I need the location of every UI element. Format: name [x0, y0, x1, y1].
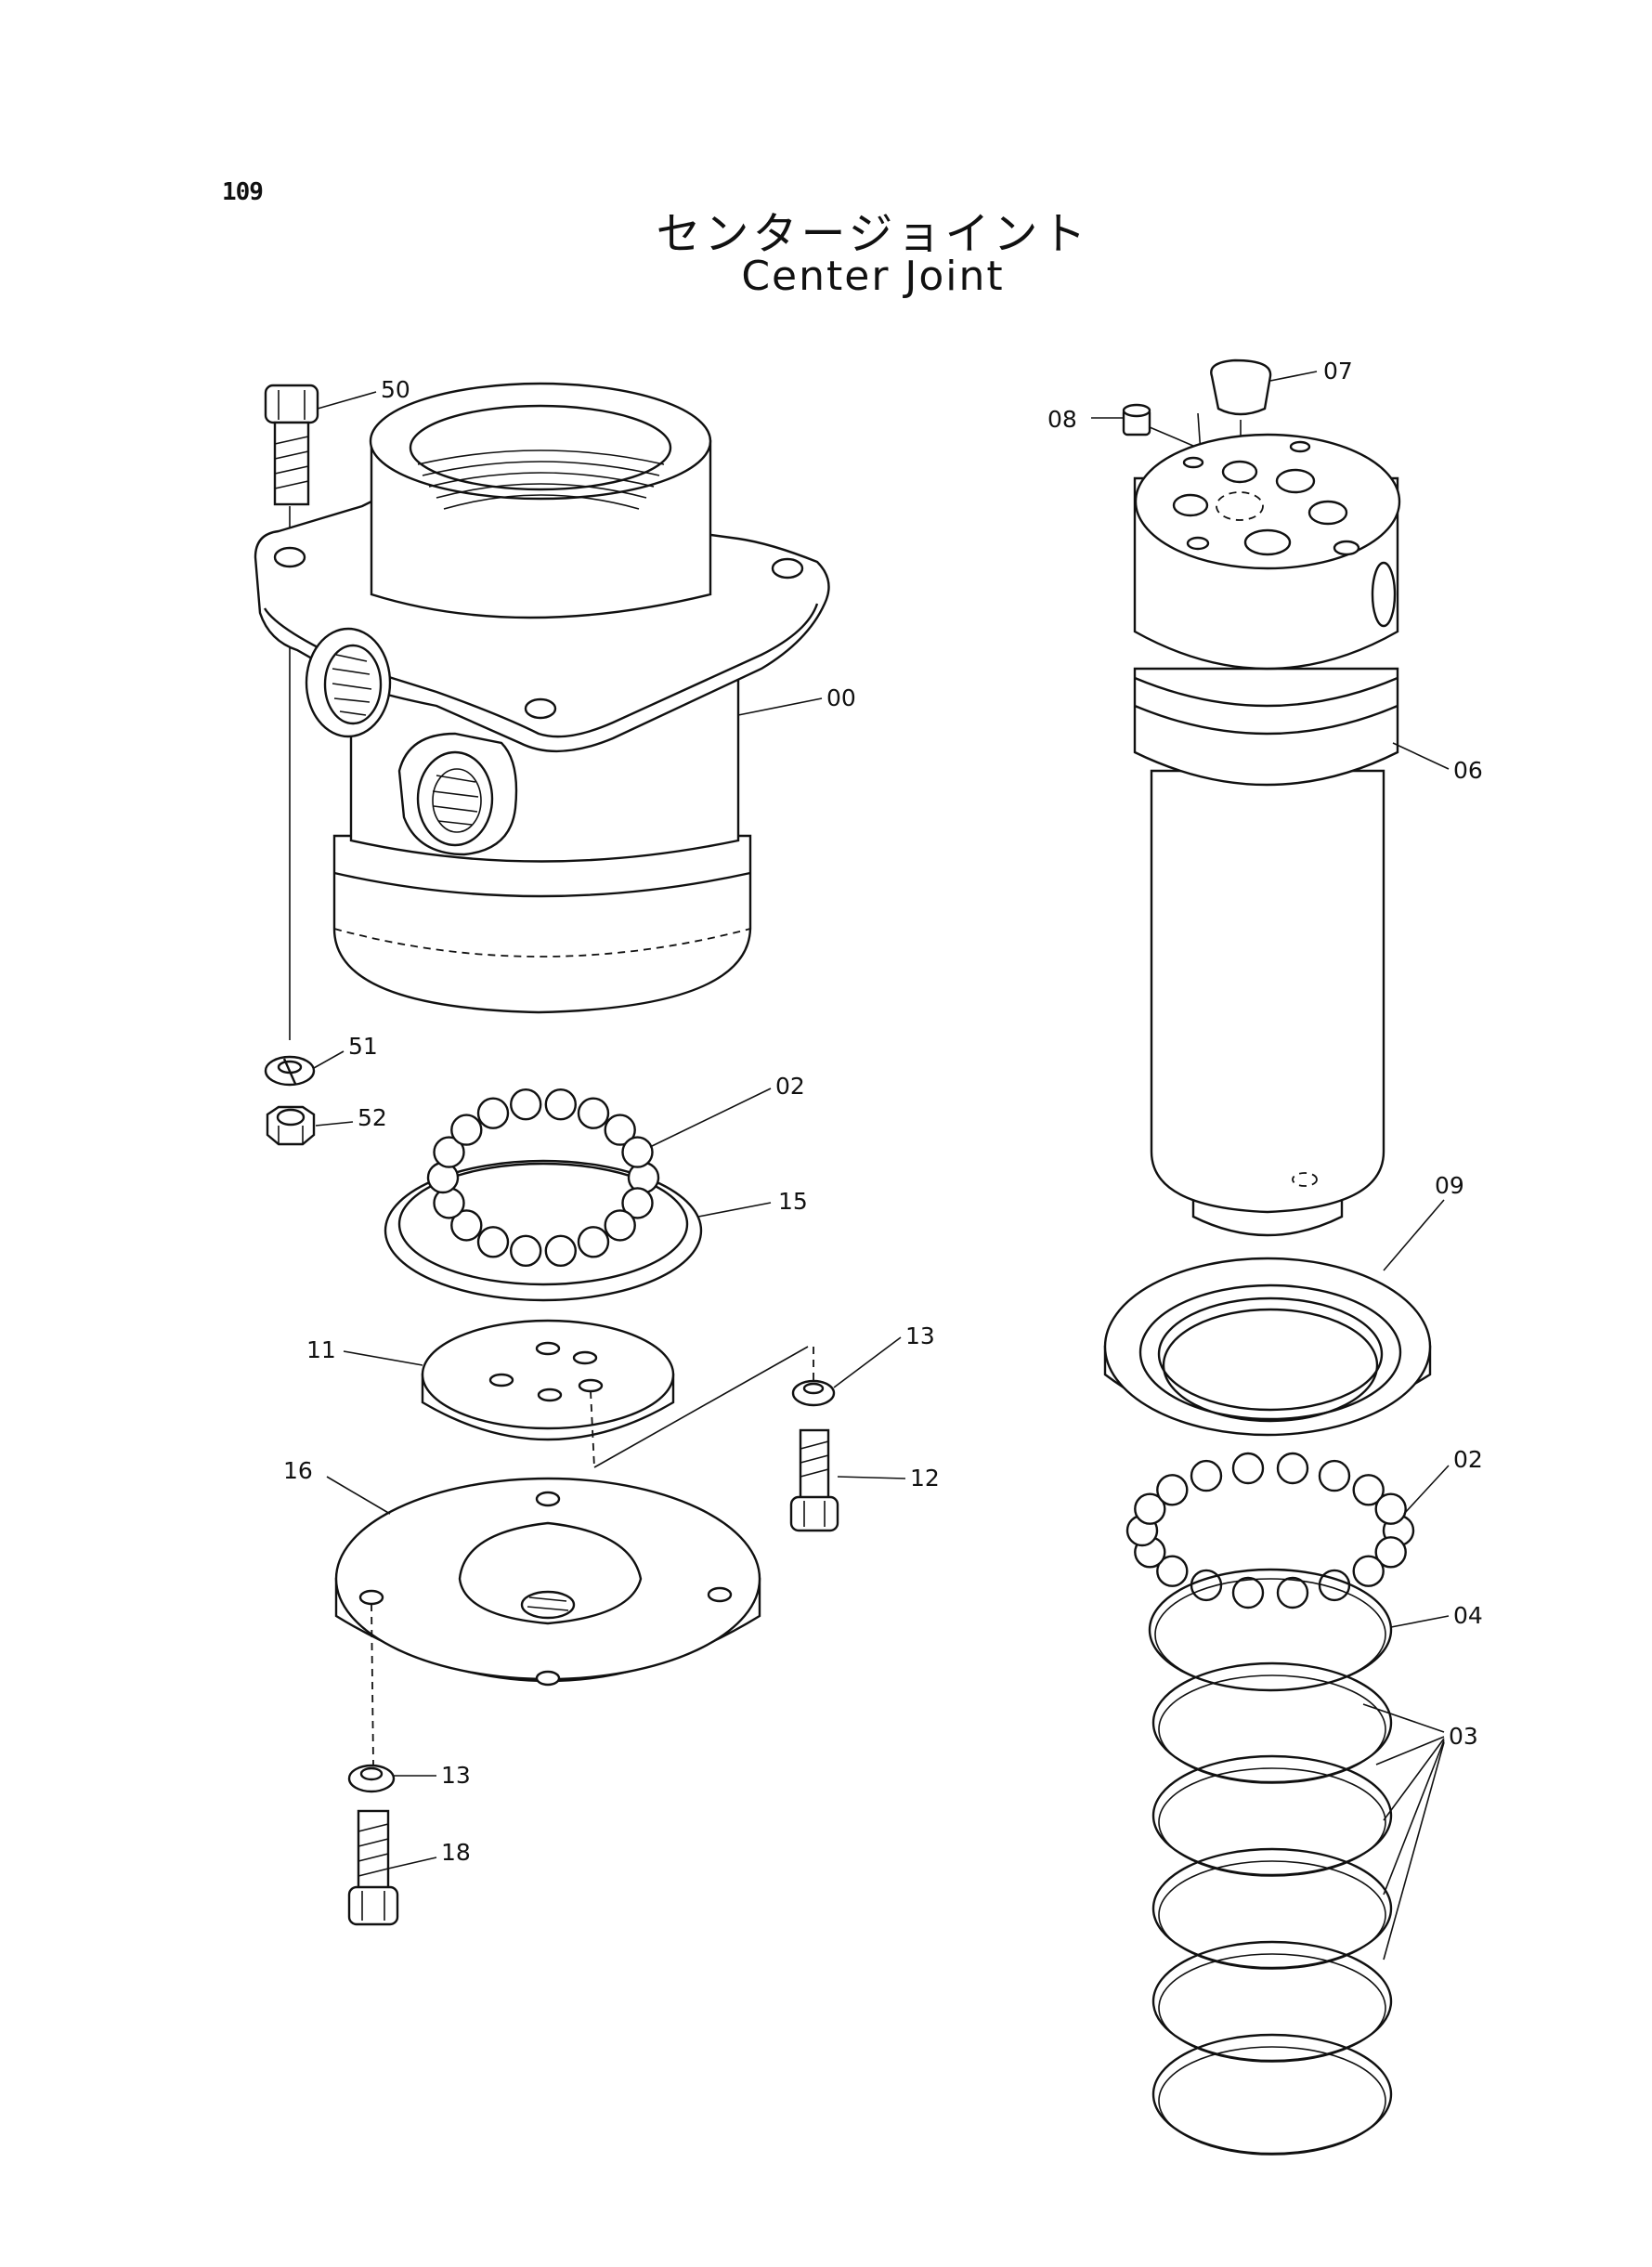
ball — [544, 1234, 577, 1268]
ball — [1374, 1492, 1407, 1525]
ball — [450, 1114, 483, 1146]
ball — [604, 1209, 636, 1242]
ball — [450, 1209, 483, 1242]
part-03-seal-rings — [1151, 1661, 1393, 2156]
title-japanese: センタージョイント — [656, 208, 1090, 260]
ball — [1134, 1492, 1166, 1525]
callout-51: 51 — [348, 1033, 378, 1060]
callout-03: 03 — [1449, 1723, 1478, 1750]
callout-04: 04 — [1453, 1602, 1483, 1629]
part-50-bolt — [264, 384, 319, 506]
ball — [1276, 1452, 1309, 1485]
callout-07: 07 — [1323, 358, 1353, 384]
ball — [544, 1088, 577, 1121]
callout-15: 15 — [778, 1188, 808, 1215]
ball — [433, 1136, 465, 1168]
ball — [621, 1136, 654, 1168]
callout-12: 12 — [910, 1465, 940, 1492]
ball — [577, 1097, 610, 1129]
callout-11: 11 — [306, 1336, 336, 1363]
ball — [1190, 1459, 1223, 1492]
ball — [1352, 1555, 1385, 1587]
callout-08: 08 — [1047, 406, 1077, 433]
ball — [604, 1114, 636, 1146]
part-00-body — [254, 382, 830, 1014]
leader-lines — [313, 371, 1450, 1961]
part-13-washer-upper — [791, 1347, 836, 1407]
part-11-plate — [421, 1319, 675, 1468]
callout-52: 52 — [358, 1104, 387, 1131]
part-16-flange — [334, 1477, 761, 1765]
part-18-bolt — [347, 1809, 399, 1926]
part-12-bolt — [789, 1428, 839, 1532]
ball — [621, 1187, 654, 1219]
ball — [1374, 1536, 1407, 1569]
ball — [510, 1088, 542, 1121]
callout-09: 09 — [1435, 1172, 1464, 1199]
callout-00: 00 — [826, 684, 856, 711]
callout-06: 06 — [1453, 757, 1483, 784]
callout-18: 18 — [441, 1839, 471, 1866]
callout-16: 16 — [283, 1457, 313, 1484]
ball — [1352, 1474, 1385, 1506]
ball — [510, 1234, 542, 1268]
callout-02-right: 02 — [1453, 1446, 1483, 1473]
ball — [1156, 1555, 1189, 1587]
callout-02-left: 02 — [775, 1073, 805, 1100]
part-06-spindle — [1133, 433, 1401, 1237]
part-04-o-ring — [1148, 1568, 1393, 1692]
page-number: 109 — [222, 178, 264, 206]
part-02-ball-ring-right — [1125, 1452, 1415, 1609]
title-english: Center Joint — [741, 253, 1005, 300]
ball — [476, 1226, 510, 1258]
leader-11-13 — [593, 1346, 809, 1468]
callout-13-lower: 13 — [441, 1762, 471, 1789]
part-02-ball-ring-left — [426, 1088, 660, 1268]
ball — [1156, 1474, 1189, 1506]
callout-13-upper: 13 — [905, 1322, 935, 1349]
ball — [1276, 1576, 1309, 1609]
part-08-plug — [1122, 403, 1208, 549]
part-51-washer — [264, 1055, 316, 1087]
ball — [476, 1097, 510, 1129]
ball — [1231, 1452, 1265, 1485]
part-13-washer-lower — [347, 1764, 396, 1793]
ball — [1318, 1459, 1351, 1492]
ball — [1231, 1576, 1265, 1609]
part-52-nut — [266, 1105, 316, 1146]
part-09-race — [1103, 1257, 1432, 1437]
part-15-seal — [384, 1159, 703, 1302]
callout-50: 50 — [381, 376, 410, 403]
ball — [577, 1226, 610, 1258]
